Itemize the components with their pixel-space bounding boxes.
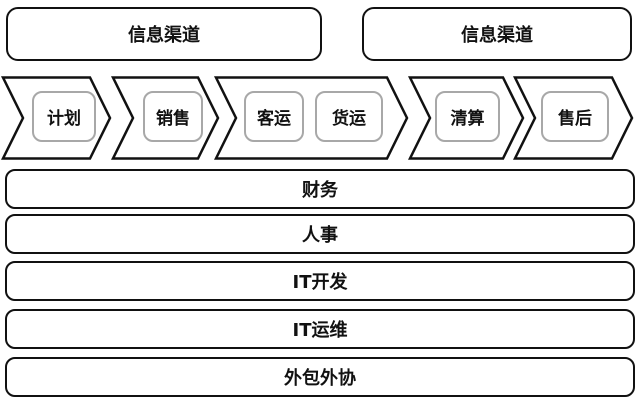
info-channel-box-right: 信息渠道 bbox=[362, 7, 632, 61]
info-channel-box-left: 信息渠道 bbox=[6, 7, 322, 61]
step-label: 货运 bbox=[332, 109, 366, 129]
support-bar-label: 人事 bbox=[302, 225, 338, 246]
support-bar-label: 财务 bbox=[302, 180, 338, 201]
support-bar-label: IT开发 bbox=[292, 272, 348, 293]
step-box-plan: 计划 bbox=[32, 91, 96, 142]
support-bar-outsourcing: 外包外协 bbox=[5, 357, 635, 397]
step-label: 销售 bbox=[156, 109, 190, 129]
step-label: 客运 bbox=[257, 109, 291, 129]
info-channel-label: 信息渠道 bbox=[461, 25, 533, 46]
support-bar-finance: 财务 bbox=[5, 169, 635, 209]
step-label: 清算 bbox=[450, 109, 485, 129]
support-bar-label: 外包外协 bbox=[284, 368, 356, 389]
step-box-sales: 销售 bbox=[143, 91, 203, 142]
support-bar-hr: 人事 bbox=[5, 214, 635, 254]
step-box-passenger-transport: 客运 bbox=[244, 91, 304, 142]
step-label: 计划 bbox=[47, 109, 81, 129]
step-box-after-sales: 售后 bbox=[541, 91, 609, 142]
step-label: 售后 bbox=[558, 109, 592, 129]
step-box-settlement: 清算 bbox=[435, 91, 500, 142]
support-bar-label: IT运维 bbox=[292, 320, 348, 341]
info-channel-label: 信息渠道 bbox=[128, 25, 200, 46]
support-bar-it-operations: IT运维 bbox=[5, 309, 635, 349]
step-box-freight-transport: 货运 bbox=[315, 91, 383, 142]
support-bar-it-development: IT开发 bbox=[5, 261, 635, 301]
